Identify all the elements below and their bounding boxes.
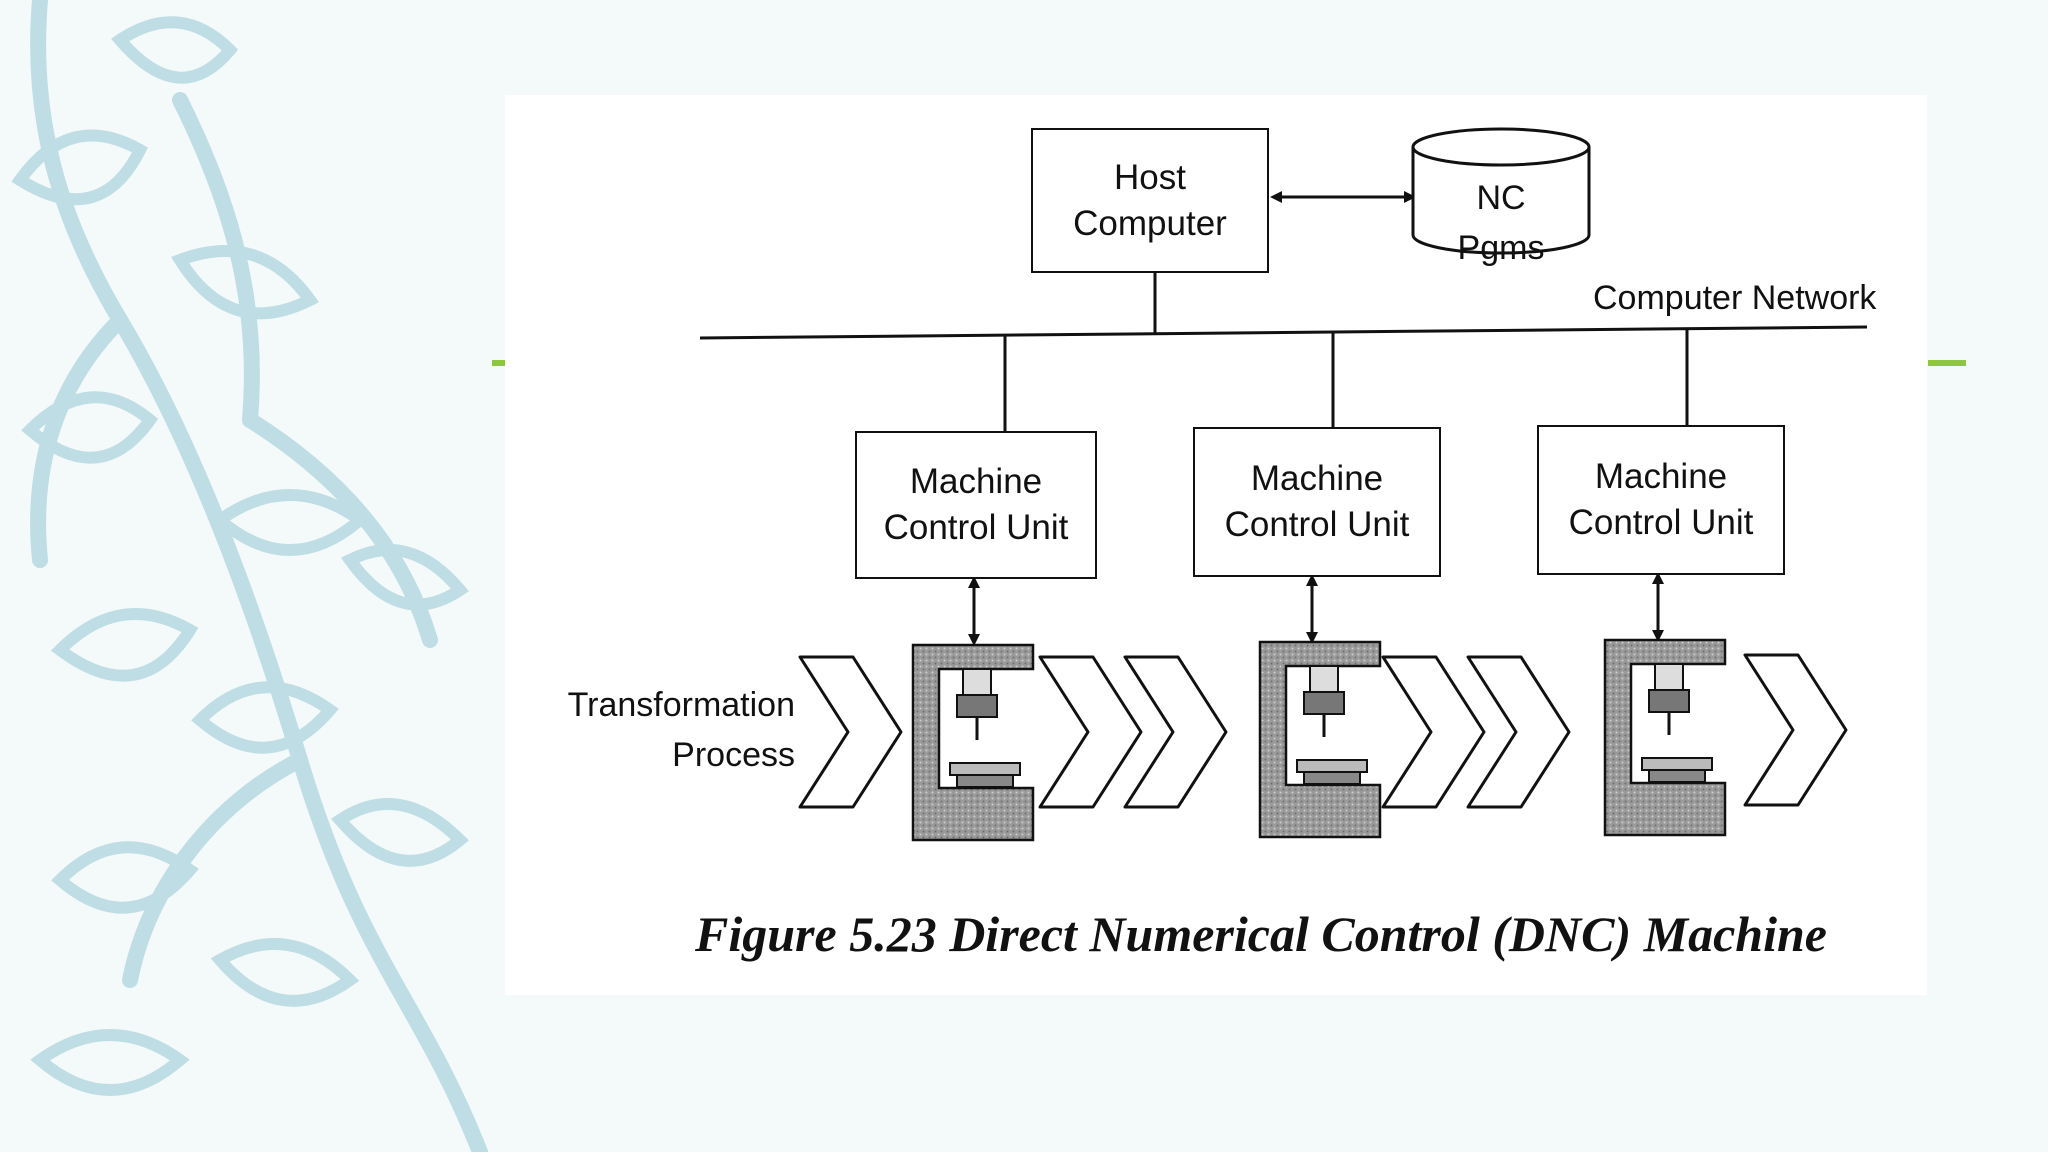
- mcu2-line2: Control Unit: [1224, 505, 1410, 544]
- mcu3-line2: Control Unit: [1568, 503, 1754, 542]
- storage-label: NC Pgms: [1457, 179, 1545, 267]
- machine-tool-icon-2: [1258, 640, 1382, 839]
- mcu1-line1: Machine: [909, 462, 1043, 501]
- machine-control-unit-3: Machine Control Unit: [1537, 425, 1785, 575]
- chevron-arrow-icon: [798, 653, 1848, 809]
- accent-line-right: [1928, 360, 1966, 366]
- mcu2-line1: Machine: [1250, 459, 1384, 498]
- leaf-branch-icon: [11, 0, 488, 1152]
- machine-control-unit-1: Machine Control Unit: [855, 431, 1097, 579]
- network-bus-line: [699, 325, 1868, 340]
- network-label: Computer Network: [1593, 279, 1877, 317]
- process-line1: Transformation: [567, 686, 795, 724]
- figure-panel: Host Computer NC Pgms Computer Network M…: [505, 95, 1927, 995]
- figure-caption: Figure 5.23 Direct Numerical Control (DN…: [695, 906, 1827, 962]
- host-computer-box: Host Computer: [1031, 128, 1269, 273]
- database-cylinder-icon: [1411, 127, 1591, 255]
- machine-control-unit-2: Machine Control Unit: [1193, 427, 1441, 577]
- machine-tool-icon-1: [911, 643, 1035, 842]
- mcu1-line2: Control Unit: [883, 508, 1069, 547]
- accent-line-left: [492, 360, 506, 366]
- dnc-diagram-lines: [699, 127, 1868, 842]
- process-line2: Process: [672, 736, 795, 774]
- machine-tool-icon-3: [1603, 638, 1727, 837]
- transformation-process-label: Transformation Process: [565, 680, 795, 780]
- mcu3-line1: Machine: [1594, 457, 1728, 496]
- host-line2: Computer: [1073, 203, 1227, 243]
- host-line1: Host: [1114, 157, 1186, 197]
